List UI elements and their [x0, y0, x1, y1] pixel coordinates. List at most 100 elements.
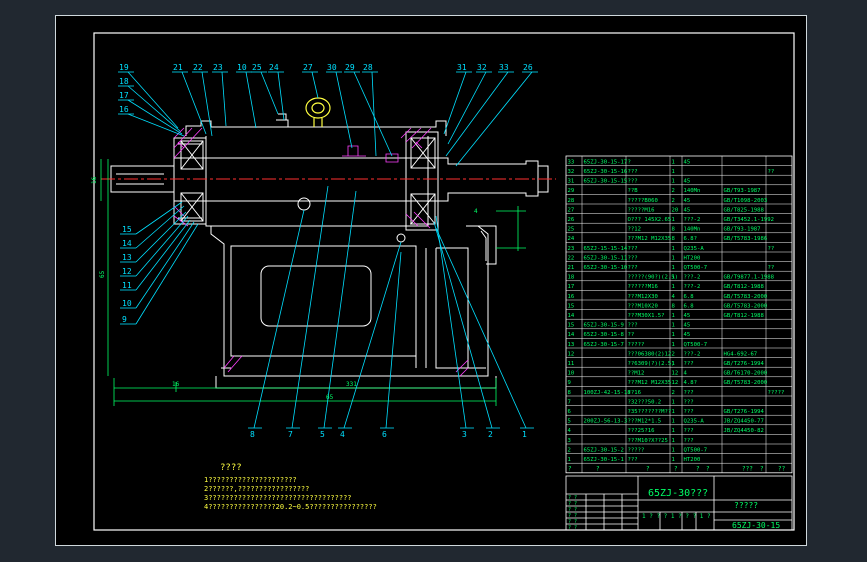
bom-cell: ???M12X30 — [628, 294, 658, 300]
bom-cell: GB/T5783-2000 — [724, 380, 768, 386]
callout-bottom-5: 5 — [320, 430, 325, 439]
notes-line-2: 2??????,????????????????? — [204, 485, 309, 493]
bom-cell: 4 — [672, 294, 676, 300]
callout-left-10: 10 — [122, 299, 132, 308]
bom-cell: 6.8 — [684, 294, 695, 300]
bom-cell: Q235-A — [684, 419, 705, 425]
bom-cell: 6 — [568, 409, 571, 415]
bom-cell: ???M30X1.5? — [628, 313, 665, 319]
bom-cell: 65ZJ-30-15-16 — [584, 169, 628, 175]
bom-cell: 3 — [568, 438, 571, 444]
bom-cell: 13 — [568, 342, 575, 348]
bom-cell: 65ZJ-30-15-9 — [584, 323, 624, 329]
callout-top-25: 25 — [252, 63, 262, 72]
bom-cell: ???M12 M12X35 — [628, 236, 672, 242]
bom-cell: 8 — [672, 303, 676, 309]
bom-header-cell: ?? — [778, 466, 786, 473]
bom-cell: ?? — [768, 169, 775, 175]
callout-left-11: 11 — [122, 281, 132, 290]
bom-cell: ????? — [768, 390, 785, 396]
bom-cell: 15 — [568, 303, 575, 309]
callout-top-26: 26 — [523, 63, 533, 72]
bom-cell: ?? — [768, 246, 775, 252]
callout-bottom-3: 3 — [462, 430, 467, 439]
drawing-name: 65ZJ-30??? — [648, 488, 708, 499]
title-block-cell: ? ? — [568, 507, 577, 513]
bom-cell: GB/T6170-2000 — [724, 371, 768, 377]
dim-bottom: 331 — [346, 381, 357, 388]
bom-cell: GB/T93-1987 — [724, 227, 761, 233]
bom-cell: GB/T1098-2003 — [724, 198, 768, 204]
bom-cell: 6.8 — [684, 303, 695, 309]
bom-cell: ??????M16 — [628, 284, 658, 290]
bom-cell: ??? — [684, 438, 694, 444]
bom-cell: 2 — [672, 390, 675, 396]
callout-top-28: 28 — [363, 63, 373, 72]
bom-cell: ???06380(2)12 — [628, 351, 672, 357]
bom-cell: 65ZJ-30-15-17 — [584, 159, 628, 165]
bom-cell: 1 — [672, 428, 675, 434]
bom-header-cell: ? — [706, 466, 710, 473]
bom-cell: 1 — [672, 457, 675, 463]
bom-cell: ??M12 — [628, 371, 645, 377]
title-block-cell: ? ? — [568, 495, 577, 501]
bom-cell: 200ZJ-56-13-3 — [584, 419, 628, 425]
callout-top-24: 24 — [269, 63, 279, 72]
bom-cell: ??? — [628, 169, 638, 175]
bom-cell: 1 — [672, 179, 675, 185]
bom-cell: 1 — [672, 284, 675, 290]
bom-cell: ??? — [628, 265, 638, 271]
bom-cell: ??? — [628, 246, 638, 252]
bom-cell: 8 — [568, 390, 572, 396]
title-block-cell: ? ? — [568, 519, 577, 525]
bom-cell: GB/T812-1988 — [724, 284, 765, 290]
bom-cell: QT500-7 — [684, 342, 708, 348]
bom-cell: 65ZJ-30-15-8 — [584, 332, 625, 338]
callout-top-16: 16 — [119, 105, 129, 114]
bom-cell: 26 — [568, 217, 575, 223]
bom-cell: 45 — [684, 198, 691, 204]
bom-cell: 45 — [684, 323, 691, 329]
bom-cell: 10 — [568, 371, 575, 377]
bom-cell: 45 — [684, 159, 691, 165]
leader-lines — [127, 71, 533, 429]
dim-right: 4 — [474, 208, 478, 215]
technical-notes: ???? 1????????????????????? 2??????,????… — [204, 463, 377, 511]
dim-total: 65 — [326, 394, 334, 401]
bom-cell: 20 — [672, 207, 679, 213]
bom-cell: 11 — [568, 361, 575, 367]
bom-cell: 65ZJ-30-15-7 — [584, 342, 624, 348]
bom-cell: ?? — [628, 332, 635, 338]
bom-cell: GB/T5783-1986 — [724, 236, 768, 242]
bom-cell: GB/T5783-2000 — [724, 303, 768, 309]
bom-cell: ??? — [628, 179, 638, 185]
bom-header-cell: ? — [596, 466, 600, 473]
bom-cell: 1 — [672, 275, 675, 281]
bom-cell: 65ZJ-30-15-10 — [584, 265, 628, 271]
bom-cell: 1 — [672, 399, 675, 405]
bom-cell: HG4-692-67 — [724, 351, 758, 357]
callout-left-12: 12 — [122, 267, 132, 276]
bom-cell: ?????(90?)(2.5) — [628, 275, 679, 281]
bom-cell: 1 — [672, 313, 675, 319]
dimension-lines — [100, 159, 526, 406]
callout-left-14: 14 — [122, 239, 132, 248]
callout-left-13: 13 — [122, 253, 132, 262]
bom-cell: 7 — [568, 399, 571, 405]
title-block-cell: ? ? — [568, 513, 577, 519]
bom-cell: 2 — [672, 351, 675, 357]
bom-cell: O??? 145X2.65 — [628, 217, 672, 223]
bom-cell: 4.8? — [684, 380, 697, 386]
bom-cell: QT500-7 — [684, 447, 708, 453]
bom-cell: ??? — [628, 323, 638, 329]
callout-bottom-6: 6 — [382, 430, 387, 439]
bom-cell: 8 — [672, 236, 676, 242]
bom-cell: ???25?16 — [628, 428, 655, 434]
bom-cell: 1 — [672, 361, 675, 367]
bom-cell: Q235-A — [684, 246, 705, 252]
bom-cell: 1 — [672, 159, 675, 165]
callout-top-30: 30 — [327, 63, 337, 72]
bom-cell: 8 — [672, 227, 676, 233]
